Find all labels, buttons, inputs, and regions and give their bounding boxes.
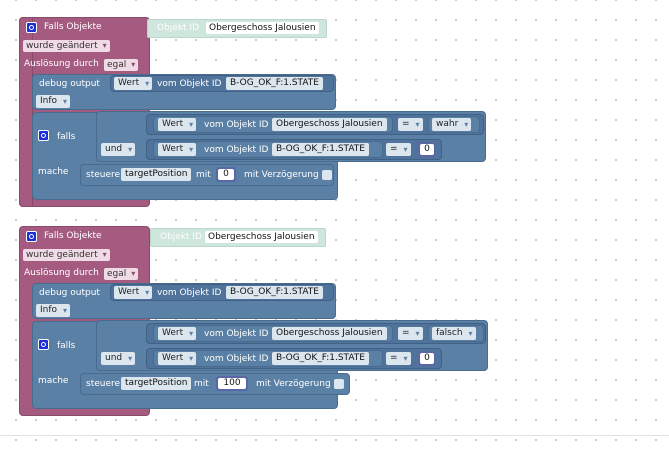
with-label: mit [194, 379, 209, 389]
value-dropdown[interactable]: Wert [158, 327, 197, 340]
if-label: falls [57, 341, 76, 351]
object-id-field[interactable]: B-OG_OK_F:1.STATE [272, 143, 369, 156]
change-dropdown[interactable]: wurde geändert [23, 40, 110, 52]
operator-dropdown[interactable]: = [386, 352, 411, 365]
object-id-block[interactable]: Objekt ID Obergeschoss Jalousien [150, 228, 326, 247]
from-object-label: vom Objekt ID [204, 329, 269, 339]
number-block[interactable]: 0 [216, 167, 236, 182]
delay-label: mit Verzögerung [244, 170, 319, 180]
from-object-label: vom Objekt ID [157, 79, 222, 89]
log-level-dropdown[interactable]: Info [36, 95, 71, 108]
trigger-by-dropdown[interactable]: egal [104, 268, 139, 280]
delay-checkbox[interactable] [334, 379, 344, 389]
gear-icon[interactable] [26, 231, 37, 242]
number-block[interactable]: 0 [418, 142, 436, 157]
debug-output-label: debug output [39, 79, 100, 89]
debug-output-label: debug output [39, 288, 100, 298]
boolean-dropdown[interactable]: falsch [432, 327, 476, 340]
workspace-bottom-edge [0, 435, 669, 436]
number-field[interactable]: 0 [218, 169, 234, 180]
object-id-field[interactable]: Obergeschoss Jalousien [206, 22, 319, 34]
number-block[interactable]: 0 [418, 351, 436, 366]
operator-dropdown[interactable]: = [386, 143, 411, 156]
delay-checkbox[interactable] [322, 170, 332, 180]
object-id-field[interactable]: B-OG_OK_F:1.STATE [226, 77, 323, 90]
control-label: steuere [86, 170, 121, 180]
operator-dropdown[interactable]: = [398, 118, 423, 131]
trigger-by-label: Auslösung durch [24, 268, 99, 278]
object-id-label: Objekt ID [160, 232, 203, 242]
and-dropdown[interactable]: und [101, 352, 136, 365]
object-id-block[interactable]: Objekt ID Obergeschoss Jalousien [147, 19, 327, 38]
object-id-label: Objekt ID [157, 23, 200, 33]
target-field[interactable]: targetPosition [121, 168, 192, 181]
from-object-label: vom Objekt ID [204, 120, 269, 130]
gear-icon[interactable] [38, 130, 49, 141]
object-id-field[interactable]: Obergeschoss Jalousien [205, 231, 318, 243]
trigger-title: Falls Objekte [44, 22, 102, 32]
number-block[interactable]: 100 [216, 376, 248, 391]
and-dropdown[interactable]: und [101, 143, 136, 156]
gear-icon[interactable] [38, 339, 49, 350]
trigger-by-label: Auslösung durch [24, 59, 99, 69]
control-label: steuere [86, 379, 121, 389]
script-block-2[interactable]: Falls Objekte Objekt ID Obergeschoss Jal… [0, 0, 669, 420]
object-id-field[interactable]: Obergeschoss Jalousien [272, 327, 387, 340]
from-object-label: vom Objekt ID [157, 288, 222, 298]
value-dropdown[interactable]: Wert [158, 143, 197, 156]
operator-dropdown[interactable]: = [398, 327, 423, 340]
from-object-label: vom Objekt ID [204, 145, 269, 155]
if-label: falls [57, 132, 76, 142]
number-field[interactable]: 100 [218, 378, 246, 389]
value-dropdown[interactable]: Wert [114, 77, 153, 90]
number-field[interactable]: 0 [420, 353, 434, 364]
boolean-dropdown[interactable]: wahr [432, 118, 472, 131]
log-level-dropdown[interactable]: Info [36, 304, 71, 317]
value-dropdown[interactable]: Wert [114, 286, 153, 299]
target-field[interactable]: targetPosition [121, 377, 192, 390]
from-object-label: vom Objekt ID [204, 354, 269, 364]
object-id-field[interactable]: B-OG_OK_F:1.STATE [272, 352, 369, 365]
object-id-field[interactable]: Obergeschoss Jalousien [272, 118, 387, 131]
trigger-title: Falls Objekte [44, 231, 102, 241]
object-id-field[interactable]: B-OG_OK_F:1.STATE [226, 286, 323, 299]
value-dropdown[interactable]: Wert [158, 118, 197, 131]
gear-icon[interactable] [26, 22, 37, 33]
delay-label: mit Verzögerung [256, 379, 331, 389]
do-label: mache [38, 376, 69, 386]
script-block-1[interactable]: Falls Objekte Objekt ID Obergeschoss Jal… [0, 0, 669, 210]
value-dropdown[interactable]: Wert [158, 352, 197, 365]
do-label: mache [38, 167, 69, 177]
change-dropdown[interactable]: wurde geändert [23, 249, 110, 261]
with-label: mit [196, 170, 211, 180]
number-field[interactable]: 0 [420, 144, 434, 155]
trigger-by-dropdown[interactable]: egal [104, 59, 139, 71]
